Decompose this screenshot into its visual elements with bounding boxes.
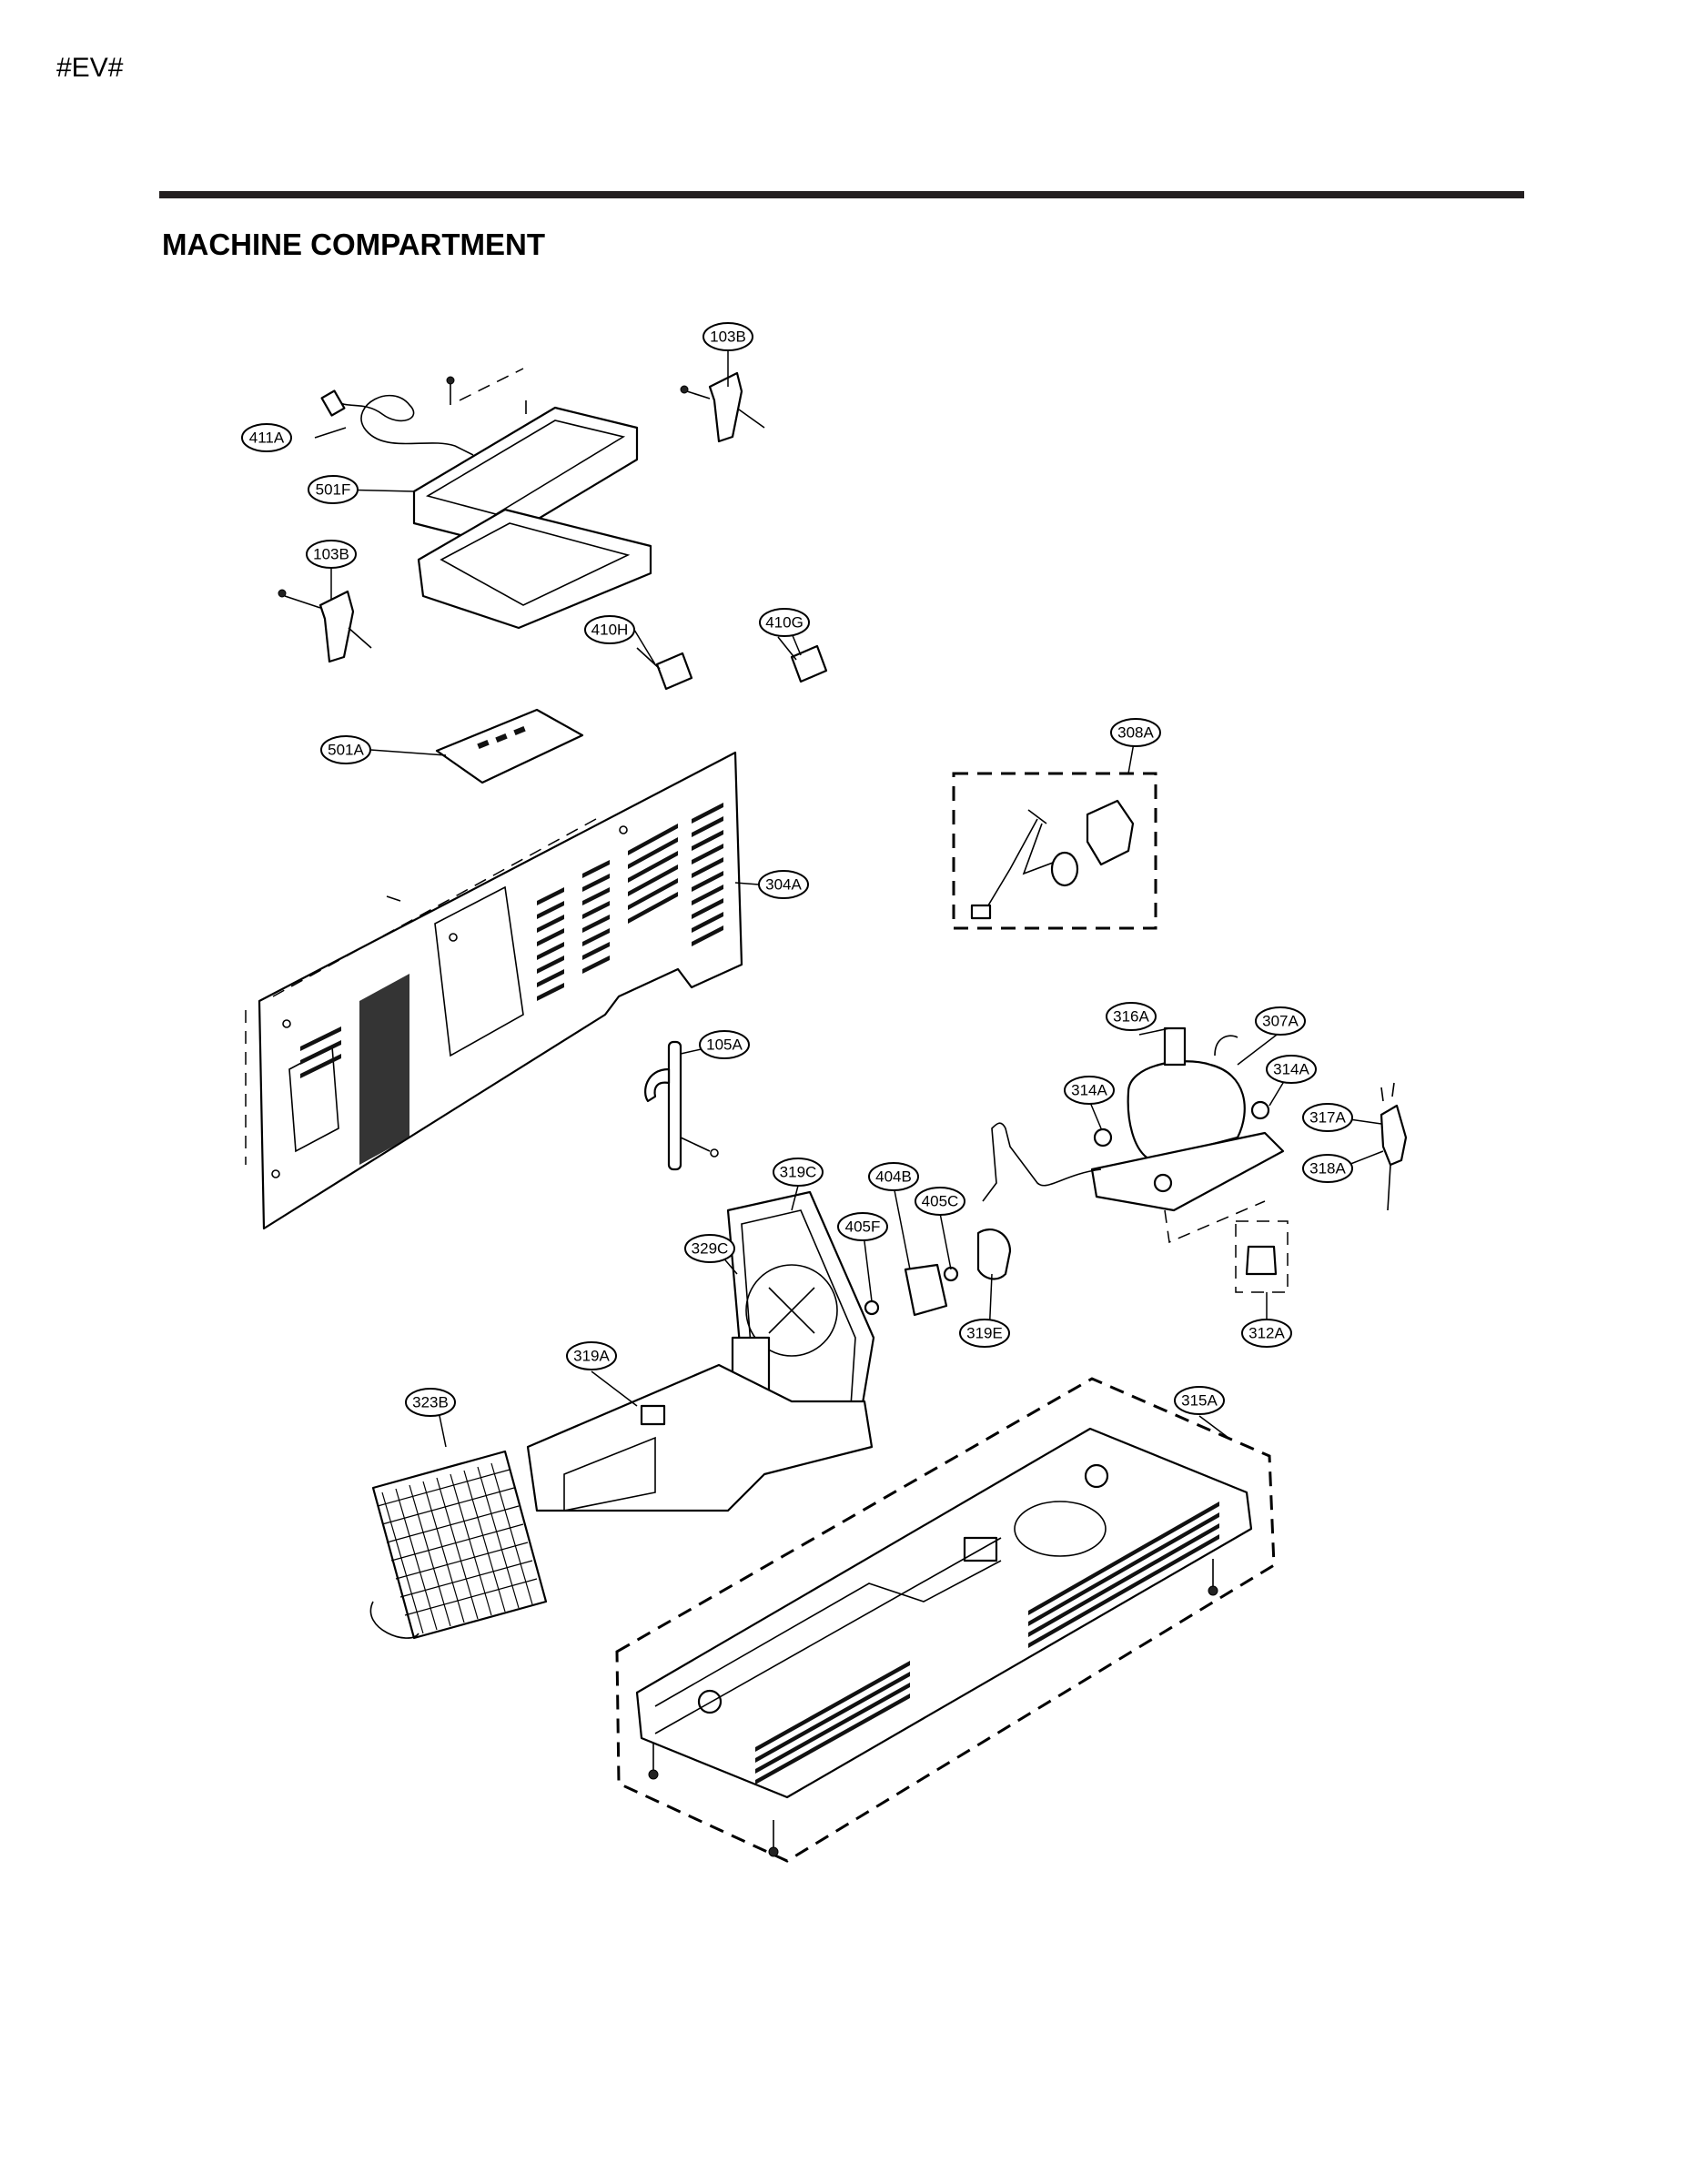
callout-323b: 323B: [405, 1388, 456, 1417]
callout-319c: 319C: [773, 1158, 824, 1187]
capacitor-410g: [777, 636, 828, 683]
svg-text:103B: 103B: [710, 329, 746, 346]
condenser: [369, 1450, 548, 1640]
svg-text:318A: 318A: [1309, 1160, 1346, 1178]
callout-103b-top: 103B: [702, 322, 753, 351]
svg-text:410G: 410G: [765, 614, 804, 632]
callout-318a: 318A: [1302, 1154, 1353, 1183]
callout-315a: 315A: [1174, 1386, 1225, 1415]
svg-text:307A: 307A: [1262, 1013, 1299, 1030]
svg-text:410H: 410H: [591, 622, 629, 639]
bracket-lower: [278, 589, 372, 663]
callout-314a-left: 314A: [1064, 1076, 1115, 1105]
svg-text:319E: 319E: [966, 1325, 1003, 1342]
callout-410h: 410H: [584, 615, 635, 644]
svg-text:312A: 312A: [1248, 1325, 1285, 1342]
callout-307a: 307A: [1255, 1006, 1306, 1036]
svg-text:304A: 304A: [765, 876, 802, 894]
section-title: MACHINE COMPARTMENT: [162, 228, 546, 261]
grommet-kit: [1235, 1220, 1289, 1293]
callout-103b-lower: 103B: [306, 540, 357, 569]
capacitor-410h: [636, 647, 693, 691]
callout-411a: 411A: [241, 423, 292, 452]
callout-410g: 410G: [759, 608, 810, 637]
callout-314a-right: 314A: [1266, 1055, 1317, 1084]
callout-404b: 404B: [868, 1162, 919, 1191]
callout-304a: 304A: [758, 870, 809, 899]
compressor: [982, 1026, 1285, 1244]
starting-relay: [1380, 1082, 1408, 1211]
svg-text:323B: 323B: [412, 1394, 449, 1411]
callout-329c: 329C: [684, 1234, 735, 1263]
svg-text:317A: 317A: [1309, 1109, 1346, 1127]
pcb-board: [435, 708, 584, 784]
svg-text:405C: 405C: [922, 1193, 959, 1210]
power-cord: [320, 389, 474, 456]
svg-text:316A: 316A: [1113, 1008, 1149, 1026]
vent-slots: [300, 803, 723, 1165]
control-box-cover: [412, 368, 652, 630]
svg-text:314A: 314A: [1273, 1061, 1309, 1078]
fan-bracket: [526, 1363, 874, 1512]
fan-motor: [864, 1228, 1012, 1317]
svg-text:501A: 501A: [328, 742, 364, 759]
drain-pipe: [644, 1040, 719, 1171]
sensor-kit: [952, 772, 1157, 930]
callout-312a: 312A: [1241, 1319, 1292, 1348]
svg-text:314A: 314A: [1071, 1082, 1107, 1099]
svg-text:105A: 105A: [706, 1036, 743, 1054]
callout-405c: 405C: [915, 1187, 965, 1216]
callout-319a: 319A: [566, 1341, 617, 1370]
screw: [446, 376, 455, 405]
svg-text:315A: 315A: [1181, 1392, 1218, 1410]
svg-text:103B: 103B: [313, 546, 349, 563]
callout-316a: 316A: [1106, 1002, 1157, 1031]
callout-105a: 105A: [699, 1030, 750, 1059]
svg-text:308A: 308A: [1117, 724, 1154, 742]
svg-text:405F: 405F: [845, 1218, 881, 1236]
svg-text:319A: 319A: [573, 1348, 610, 1365]
page-tag: #EV#: [56, 53, 124, 83]
callout-501a: 501A: [320, 735, 371, 764]
svg-text:501F: 501F: [316, 481, 351, 499]
svg-text:329C: 329C: [692, 1240, 729, 1258]
title-rule: [159, 191, 1524, 198]
callout-405f: 405F: [837, 1212, 888, 1241]
svg-text:404B: 404B: [875, 1168, 912, 1186]
base-plate: [615, 1377, 1276, 1863]
svg-text:411A: 411A: [249, 430, 285, 447]
bracket-top: [680, 371, 765, 443]
callout-317a: 317A: [1302, 1103, 1353, 1132]
callout-501f: 501F: [308, 475, 359, 504]
rear-panel: [245, 751, 743, 1230]
callout-319e: 319E: [959, 1319, 1010, 1348]
callout-308a: 308A: [1110, 718, 1161, 747]
svg-text:319C: 319C: [780, 1164, 817, 1181]
